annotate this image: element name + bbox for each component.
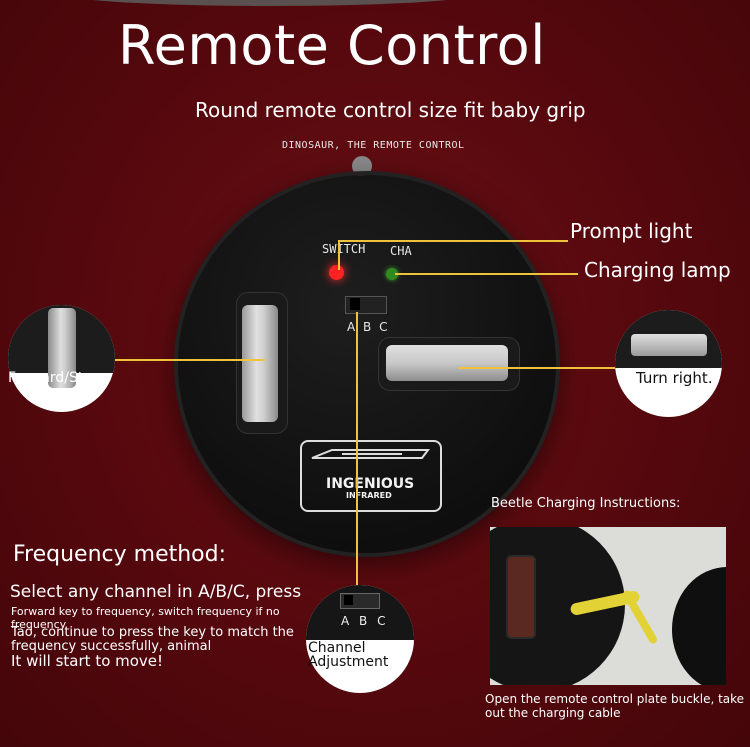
frequency-line-1: Select any channel in A/B/C, press [10, 582, 302, 602]
prompt-light-label: Prompt light [570, 219, 693, 243]
turn-right-knob-icon [631, 334, 707, 356]
frequency-line-4: It will start to move! [11, 652, 164, 670]
charging-caption: Open the remote control plate buckle, ta… [485, 692, 745, 720]
logo-sub-text: INFRARED [346, 491, 392, 500]
charging-lamp-label: Charging lamp [584, 258, 731, 282]
prompt-light-line-v [338, 240, 340, 270]
remote-antenna-nub [352, 156, 372, 176]
frequency-title: Frequency method: [13, 542, 227, 567]
turn-right-inset [615, 310, 722, 417]
channel-switch-knob[interactable] [350, 298, 360, 310]
turn-right-label: Turn right. [636, 369, 713, 387]
prompt-light-line-h [338, 240, 568, 242]
channel-adjust-line [356, 312, 358, 585]
forward-stop-knob-icon [48, 308, 76, 388]
forward-stop-inset [8, 305, 115, 412]
charging-photo [490, 527, 726, 685]
channel-adjust-inset: A B C [306, 585, 414, 693]
turn-right-line [458, 367, 615, 369]
inset-abc-letters: A B C [341, 614, 389, 628]
cha-label: CHA [390, 244, 412, 258]
beetle-charging-title: Beetle Charging Instructions: [491, 496, 681, 511]
forward-stop-button[interactable] [242, 305, 278, 422]
frequency-line-2: Forward key to frequency, switch frequen… [11, 605, 280, 631]
charging-lamp-line [395, 273, 578, 275]
switch-label: SWITCH [322, 242, 366, 256]
channel-adjust-label: Channel Adjustment [308, 640, 389, 670]
logo-frame [300, 440, 442, 512]
forward-stop-line [115, 359, 265, 361]
device-label: DINOSAUR, THE REMOTE CONTROL [282, 140, 465, 151]
logo-stripes-icon [311, 449, 430, 459]
channel-letters: A B C [347, 320, 390, 334]
forward-stop-label: Forward/Stop [8, 370, 101, 386]
logo-main-text: INGENIOUS [326, 476, 415, 492]
top-decor-bar [60, 0, 480, 6]
prompt-light-led [329, 265, 344, 280]
page-subtitle: Round remote control size fit baby grip [195, 98, 586, 122]
turn-right-button[interactable] [386, 345, 508, 381]
frequency-line-3: Tao, continue to press the key to match … [11, 625, 294, 654]
page-title: Remote Control [118, 14, 546, 77]
charging-lamp-led [386, 268, 398, 280]
